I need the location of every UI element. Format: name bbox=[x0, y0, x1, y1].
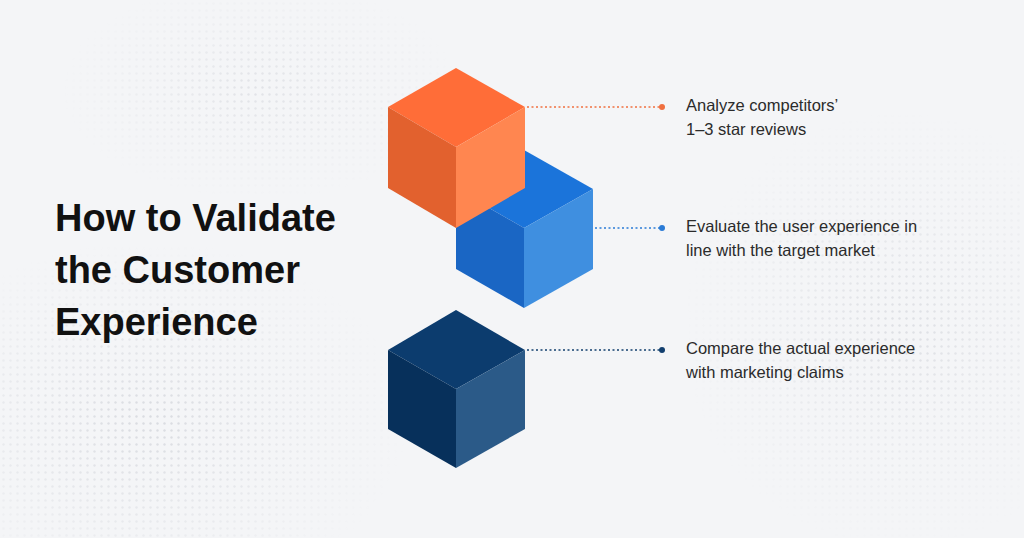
leader-line bbox=[527, 349, 660, 350]
step-label: Compare the actual experience with marke… bbox=[686, 336, 931, 384]
leader-line bbox=[595, 227, 660, 228]
orange-cube bbox=[388, 68, 525, 228]
cube-right bbox=[524, 189, 593, 308]
cube-right bbox=[456, 350, 525, 468]
navy-cube bbox=[388, 310, 525, 468]
diagram-title: How to Validate the Customer Experience bbox=[55, 192, 385, 348]
leader-dot bbox=[659, 104, 665, 110]
leader-dot bbox=[659, 347, 665, 353]
cube-left bbox=[388, 350, 456, 468]
step-label: Evaluate the user experience in line wit… bbox=[686, 214, 938, 262]
step-label: Analyze competitors’ 1–3 star reviews bbox=[686, 93, 858, 141]
cube-left bbox=[388, 107, 456, 228]
cube-right bbox=[456, 107, 525, 228]
leader-line bbox=[527, 106, 660, 107]
leader-dot bbox=[659, 225, 665, 231]
